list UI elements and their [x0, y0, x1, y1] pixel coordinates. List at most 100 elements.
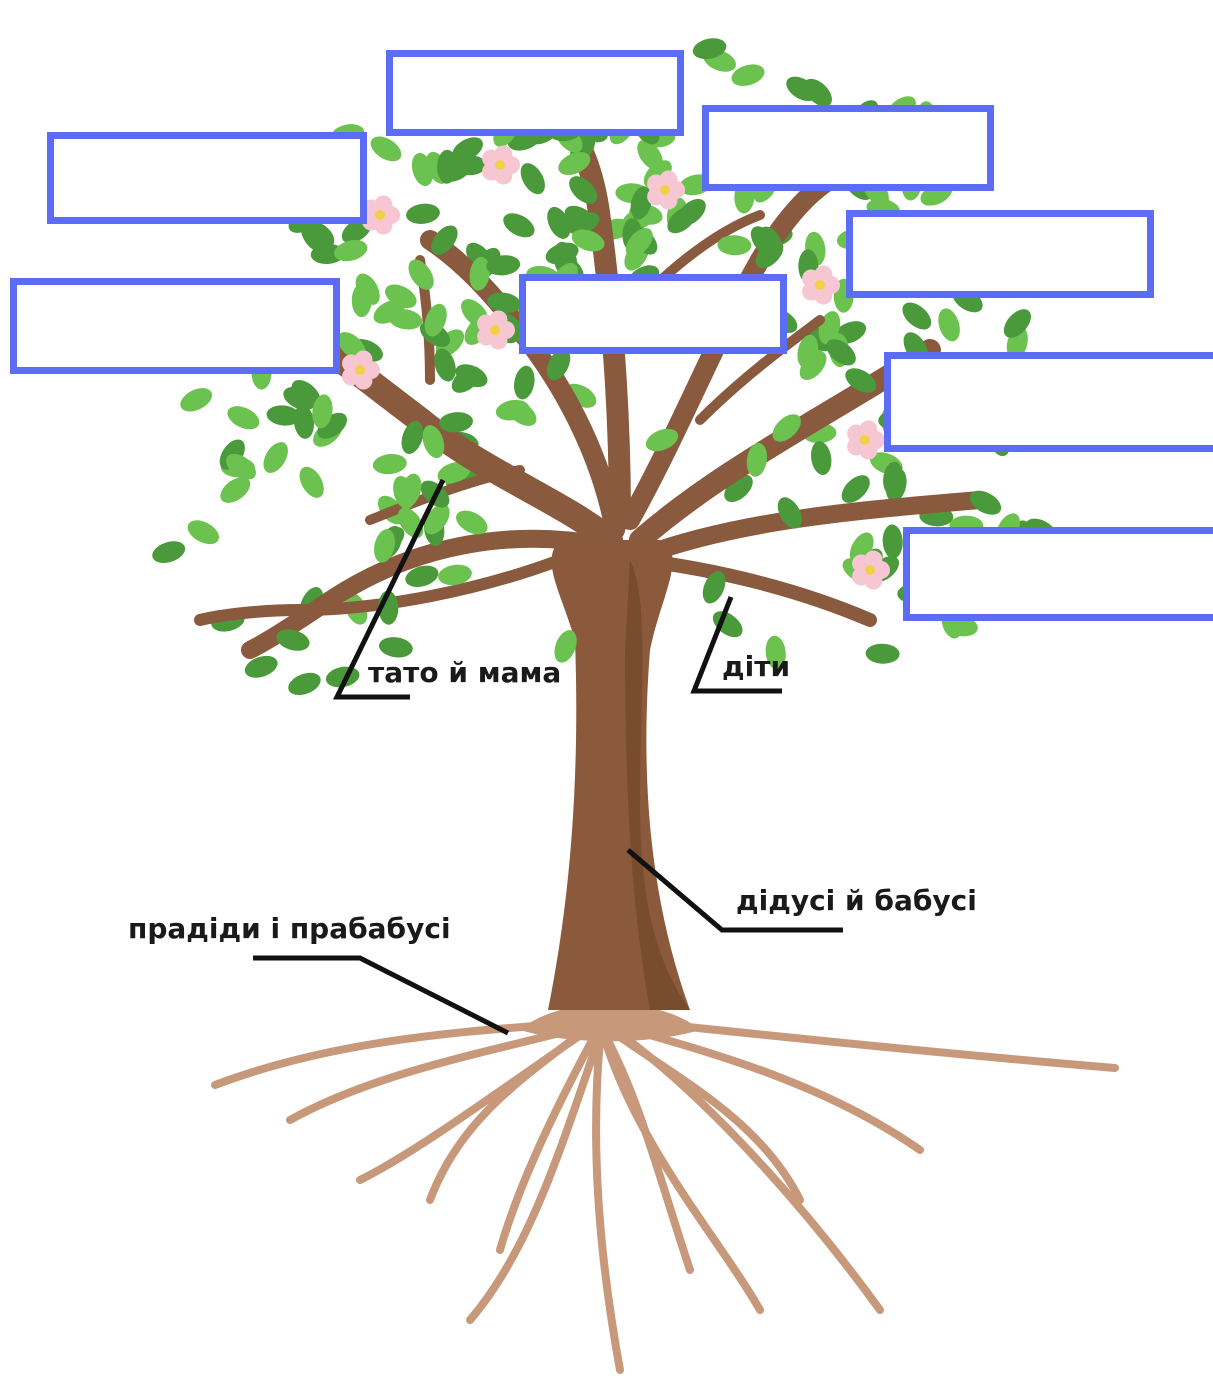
leaf: [772, 414, 801, 442]
root: [608, 1024, 884, 1314]
leaf: [558, 152, 591, 175]
leaf: [546, 348, 571, 381]
leaf: [486, 255, 521, 276]
branch: [695, 315, 825, 425]
leaf: [469, 256, 490, 291]
leaf: [692, 38, 727, 60]
leaf: [408, 259, 434, 290]
leaf: [372, 453, 407, 475]
leaf: [434, 348, 456, 382]
blossom-center: [860, 435, 870, 445]
trunk-body: [548, 540, 690, 1010]
leaf: [263, 442, 288, 473]
leaf: [437, 149, 458, 184]
leaf: [187, 520, 220, 545]
leaf: [455, 364, 488, 388]
label-great-grandparents: прадіди і прабабусі: [128, 912, 451, 945]
name-box-right-1[interactable]: [846, 210, 1154, 298]
leaf: [547, 206, 571, 239]
name-box-right-3[interactable]: [903, 527, 1213, 621]
leaf: [406, 203, 440, 224]
leaf: [645, 428, 679, 452]
name-box-top-left[interactable]: [47, 132, 367, 224]
label-parents: тато й мама: [368, 656, 562, 689]
leaf: [487, 292, 521, 313]
leaf: [422, 425, 445, 459]
leaf: [220, 477, 251, 503]
branch: [194, 554, 566, 626]
leaf: [786, 76, 818, 102]
leaf: [625, 228, 653, 257]
blossom-petal: [814, 265, 833, 284]
leaf: [288, 672, 321, 696]
name-box-top-center[interactable]: [386, 50, 684, 136]
name-box-top-right[interactable]: [702, 105, 994, 191]
leaf: [810, 441, 832, 475]
pointer-line: [253, 955, 510, 1036]
leaf: [438, 564, 472, 586]
name-box-right-2[interactable]: [884, 352, 1213, 452]
leaf: [569, 176, 598, 204]
leaf: [299, 466, 324, 498]
leaf: [180, 388, 213, 412]
root-base: [520, 1003, 700, 1042]
blossom-center: [815, 280, 825, 290]
leaf: [424, 504, 450, 535]
leaf: [799, 350, 827, 381]
leaf: [746, 442, 768, 477]
branch: [633, 553, 877, 627]
leaf: [456, 510, 488, 535]
leaf: [883, 461, 904, 496]
leaf: [370, 136, 402, 162]
leaf: [424, 303, 447, 337]
leaf: [334, 239, 368, 262]
name-box-center[interactable]: [519, 274, 787, 354]
root: [356, 1026, 592, 1184]
blossom-center: [865, 565, 875, 575]
blossom-center: [495, 160, 505, 170]
leaf: [566, 211, 600, 235]
leaf: [676, 198, 706, 226]
tree-trunk: [548, 540, 690, 1010]
leaf: [312, 394, 333, 429]
root: [496, 1031, 599, 1254]
label-children: діти: [722, 650, 791, 683]
root: [592, 1036, 624, 1374]
blossom-center: [490, 325, 500, 335]
root: [286, 1021, 594, 1124]
leaf: [301, 220, 326, 252]
leaf: [379, 637, 413, 658]
name-box-left[interactable]: [10, 278, 340, 374]
leaf: [717, 235, 752, 256]
blossom-center: [375, 210, 385, 220]
leaf: [283, 386, 316, 411]
leaf: [373, 299, 405, 324]
leaf: [731, 64, 765, 86]
leaf: [152, 541, 186, 563]
pointer-line: [690, 596, 782, 694]
blossom-petal: [354, 350, 373, 369]
pointer-line: [332, 478, 446, 700]
leaf: [266, 405, 301, 426]
leaf: [293, 404, 315, 439]
leaf: [503, 213, 535, 238]
leaf: [431, 225, 458, 255]
leaf: [227, 406, 260, 430]
trunk-shade: [625, 560, 690, 1010]
leaf: [571, 229, 605, 252]
leaf: [226, 453, 256, 480]
root: [466, 1031, 604, 1324]
leaf: [401, 421, 424, 454]
leaf: [1003, 309, 1031, 338]
leaf: [351, 283, 372, 318]
leaf: [506, 400, 537, 426]
root: [601, 1036, 764, 1314]
root: [426, 1026, 589, 1204]
leaf: [630, 186, 652, 220]
leaf: [545, 242, 579, 265]
leaf: [902, 302, 932, 330]
blossom-petal: [374, 195, 393, 214]
leaf: [437, 461, 471, 484]
leaf: [439, 412, 473, 433]
tree-blossoms: [342, 145, 890, 590]
